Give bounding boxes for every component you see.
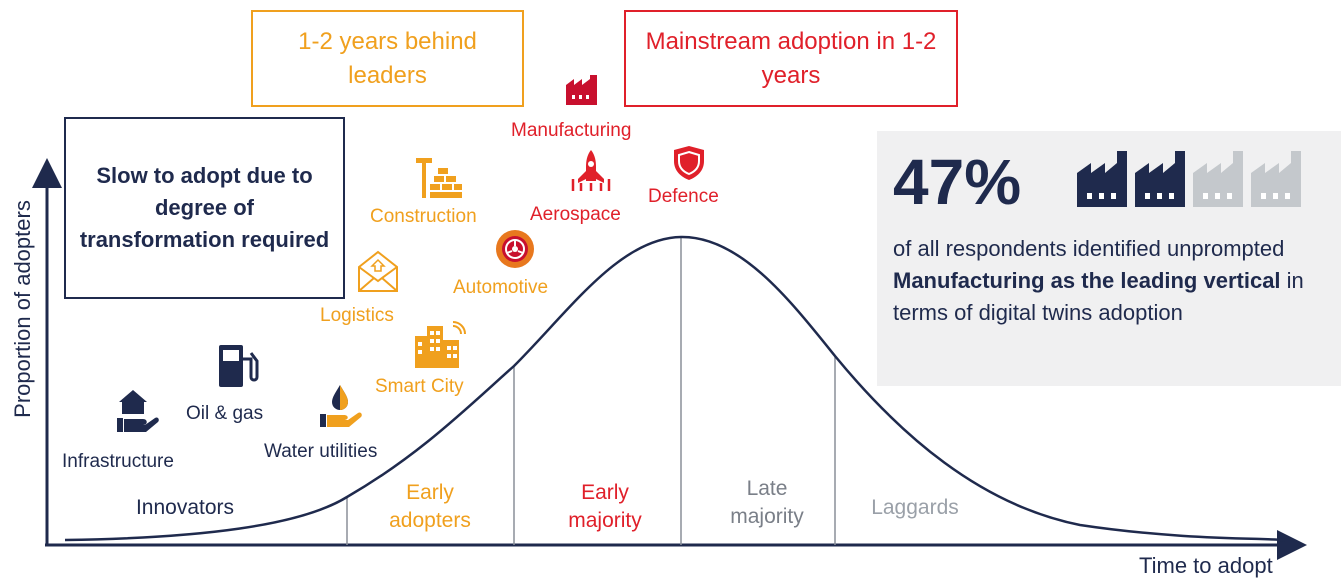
bell-curve	[64, 235, 1286, 542]
label-manufacturing: Manufacturing	[511, 120, 632, 141]
rocket-icon	[571, 150, 611, 191]
behind-leaders-text: 1-2 years behind leaders	[298, 27, 477, 89]
label-water-utilities: Water utilities	[264, 441, 378, 462]
label-defence: Defence	[648, 186, 719, 207]
mainstream-text: Mainstream adoption in 1-2 years	[645, 27, 937, 89]
factory-icon	[566, 75, 597, 105]
stage-innovators: Innovators	[135, 496, 235, 519]
factory-rating-icons	[1077, 151, 1301, 207]
stat-text: of all respondents identified unprompted…	[893, 233, 1333, 329]
stat-value: 47%	[893, 146, 1022, 218]
envelope-icon	[358, 250, 398, 292]
stage-laggards: Laggards	[871, 496, 959, 519]
behind-leaders-callout: 1-2 years behind leaders	[251, 10, 524, 107]
stat-text-part-2: in terms of digital twins adoption	[893, 268, 1304, 325]
x-axis-label: Time to adopt	[1139, 553, 1273, 578]
wheel-icon	[496, 230, 534, 268]
factory-icon-filled	[1077, 151, 1127, 207]
mainstream-callout: Mainstream adoption in 1-2 years	[624, 10, 958, 107]
factory-rating	[1077, 151, 1317, 211]
city-icon	[415, 321, 466, 368]
label-aerospace: Aerospace	[530, 204, 621, 225]
stage-late-majority: Late majority	[730, 477, 804, 528]
stat-text-part-1: of all respondents identified unprompted	[893, 236, 1285, 261]
slow-adopt-text: Slow to adopt due to degree of transform…	[79, 163, 330, 252]
factory-icon-empty	[1251, 151, 1301, 207]
bricks-icon	[416, 158, 462, 198]
slow-adopt-callout: Slow to adopt due to degree of transform…	[64, 117, 345, 299]
shield-icon	[674, 146, 704, 180]
factory-icon-empty	[1193, 151, 1243, 207]
factory-icon-filled	[1135, 151, 1185, 207]
hand-house-icon	[117, 390, 159, 432]
hand-drop-icon	[320, 385, 362, 427]
label-infrastructure: Infrastructure	[62, 451, 174, 472]
stage-early-adopters: Early adopters	[389, 481, 471, 532]
label-oil-gas: Oil & gas	[186, 403, 264, 424]
label-automotive: Automotive	[453, 277, 549, 298]
label-construction: Construction	[370, 206, 477, 227]
label-smart-city: Smart City	[375, 376, 464, 397]
stat-text-bold: Manufacturing as the leading vertical	[893, 268, 1281, 293]
fuel-pump-icon	[219, 345, 259, 387]
label-logistics: Logistics	[320, 305, 394, 326]
y-axis-label: Proportion of adopters	[10, 200, 35, 418]
stage-early-majority: Early majority	[568, 481, 642, 532]
